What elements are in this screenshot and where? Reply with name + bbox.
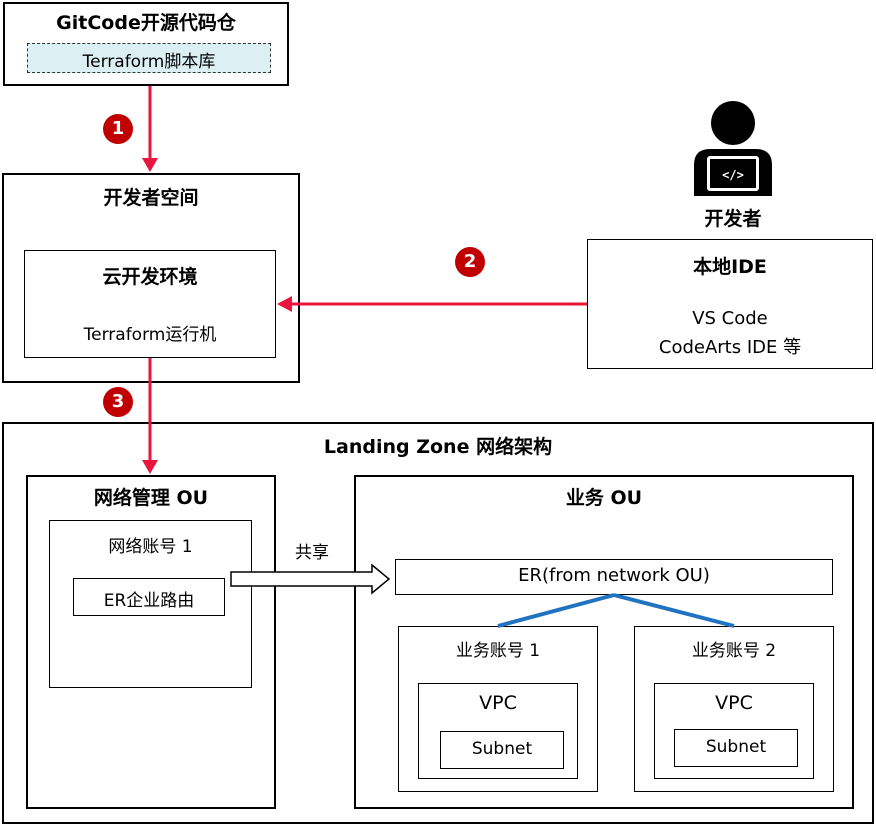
share-label: 共享 xyxy=(295,543,329,563)
er-enterprise-router-box xyxy=(73,578,225,616)
subnet-1-label: Subnet xyxy=(471,739,533,759)
step-badge-3-number: 3 xyxy=(111,391,125,412)
shared-er-label: ER(from network OU) xyxy=(518,565,710,586)
vpc-2-label: VPC xyxy=(715,692,753,714)
svg-text:</>: </> xyxy=(722,168,744,182)
vpc-1-label: VPC xyxy=(479,692,517,714)
developer-label: 开发者 xyxy=(704,208,762,230)
cloud-dev-env-box xyxy=(24,250,276,358)
er-enterprise-router-label: ER企业路由 xyxy=(103,591,195,611)
cloud-dev-env-title: 云开发环境 xyxy=(102,266,198,288)
step-badge-1 xyxy=(103,114,133,144)
local-ide-box xyxy=(587,239,873,369)
subnet-1-box xyxy=(440,731,564,769)
network-ou-title: 网络管理 OU xyxy=(93,487,209,509)
step-badge-1-number: 1 xyxy=(111,118,125,139)
ide-codearts-label: CodeArts IDE 等 xyxy=(658,337,802,358)
step-badge-3 xyxy=(103,387,133,417)
subnet-2-box xyxy=(674,729,798,767)
arrow-step-2 xyxy=(277,296,587,312)
landing-zone-title: Landing Zone 网络架构 xyxy=(323,436,553,458)
terraform-runner-label: Terraform运行机 xyxy=(83,325,217,345)
step-badge-2-number: 2 xyxy=(463,251,477,272)
business-account-1-title: 业务账号 1 xyxy=(455,641,541,661)
business-ou-title: 业务 OU xyxy=(565,487,643,509)
terraform-script-repo-label: Terraform脚本库 xyxy=(82,52,216,72)
ide-vscode-label: VS Code xyxy=(692,308,768,329)
network-account-title: 网络账号 1 xyxy=(108,537,193,557)
local-ide-title: 本地IDE xyxy=(693,256,767,278)
step-badge-2 xyxy=(455,247,485,277)
developer-space-title: 开发者空间 xyxy=(103,187,199,209)
terraform-script-repo xyxy=(27,43,271,73)
arrow-step-1 xyxy=(142,86,158,172)
business-account-2-title: 业务账号 2 xyxy=(691,641,777,661)
gitcode-title: GitCode开源代码仓 xyxy=(56,12,236,34)
subnet-2-label: Subnet xyxy=(705,737,767,757)
